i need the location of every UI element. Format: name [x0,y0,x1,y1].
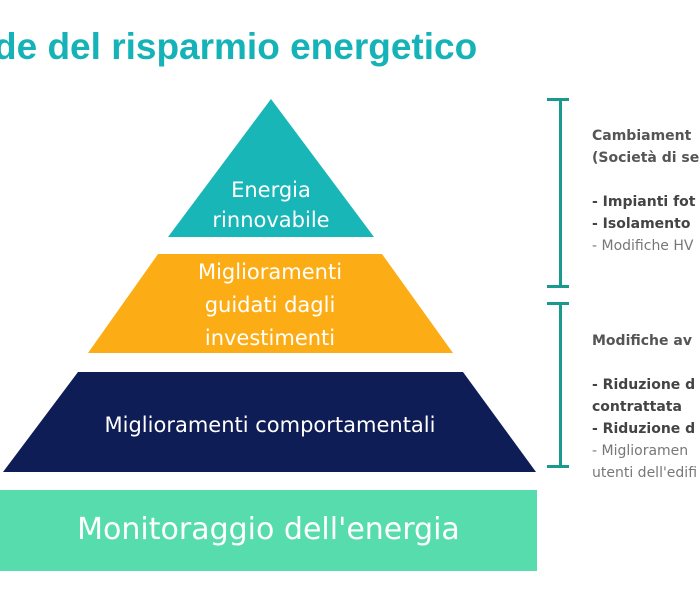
pyramid-base-layer [0,490,537,571]
lower-annotation-item: - Riduzione d [592,421,696,437]
upper-annotation-item: - Isolamento [592,216,691,232]
lower-annotation-item-continued: contrattata [592,399,682,415]
lower-annotation-heading: Modifiche av [592,333,692,349]
layer-base-label: Monitoraggio dell'energia [77,512,460,547]
lower-annotation: Modifiche av - Riduzione d contrattata -… [592,330,700,484]
upper-annotation: Cambiament (Società di se - Impianti fot… [592,125,700,257]
layer-third-label: Miglioramenti comportamentali [104,413,436,437]
page-title: de del risparmio energetico [0,26,478,67]
pyramid-third-layer [3,372,536,472]
pyramid-second-layer [88,254,453,353]
upper-annotation-heading-line2: (Società di se [592,150,700,166]
lower-annotation-item: - Miglioramen [592,443,689,459]
upper-annotation-item: - Modifiche HV [592,238,694,254]
upper-bracket [547,98,571,288]
layer-second-label: Miglioramenti guidati dagli investimenti [197,260,343,350]
upper-annotation-heading-line1: Cambiament [592,128,692,144]
pyramid-top-layer [168,99,374,237]
lower-bracket [547,302,571,468]
lower-annotation-item-continued: utenti dell'edifi [592,465,698,481]
upper-annotation-item: - Impianti fot [592,194,696,210]
layer-top-label: Energia rinnovabile [212,178,330,232]
lower-annotation-item: - Riduzione d [592,377,696,393]
